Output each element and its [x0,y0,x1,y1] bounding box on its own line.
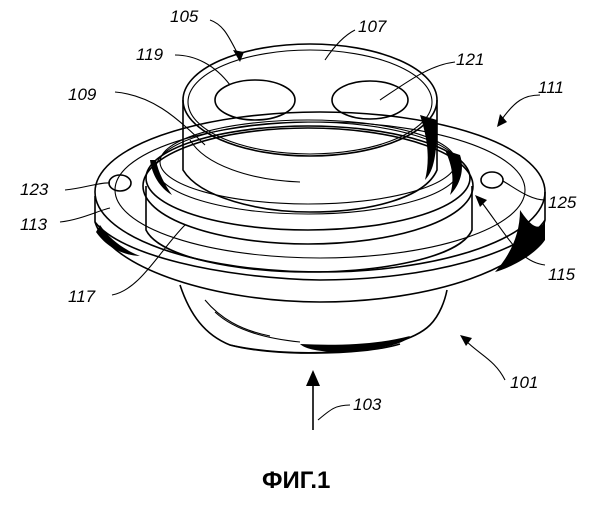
label-119: 119 [136,45,164,64]
label-117: 117 [68,287,96,306]
flange [95,112,545,302]
figure-caption: ФИГ.1 [262,467,330,494]
insert-left [215,80,295,120]
label-125: 125 [548,193,577,212]
label-113: 113 [20,215,48,234]
label-103: 103 [353,395,382,414]
label-105: 105 [170,7,199,26]
mounting-hole-left [109,175,131,191]
mounting-hole-right [481,172,503,188]
label-111: 111 [538,78,564,97]
label-115: 115 [548,265,576,284]
label-107: 107 [358,17,387,36]
label-121: 121 [456,50,484,69]
label-101: 101 [510,373,538,392]
label-123: 123 [20,180,49,199]
label-109: 109 [68,85,97,104]
